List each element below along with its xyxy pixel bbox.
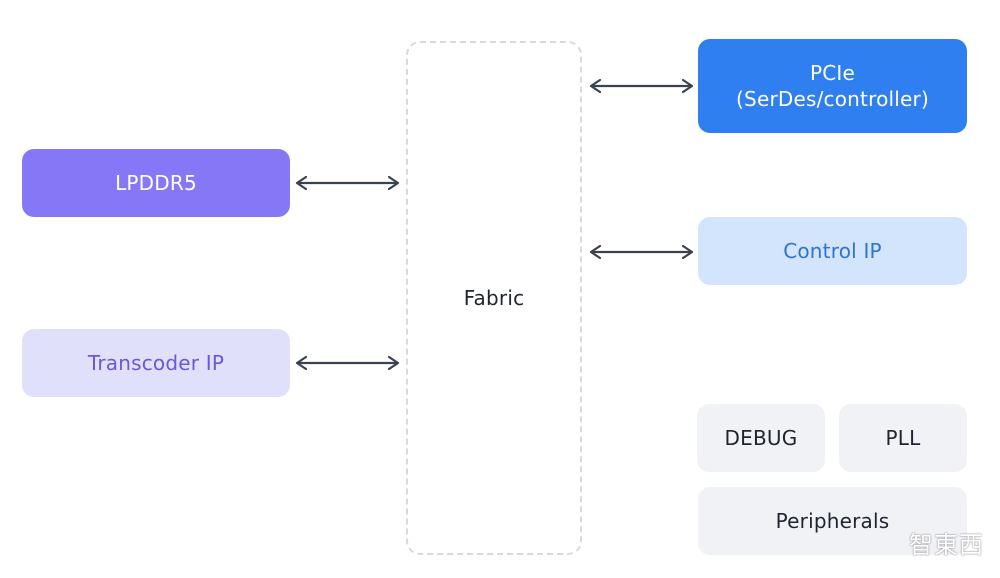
control-ip-block: Control IP bbox=[698, 217, 967, 285]
peripherals-label: Peripherals bbox=[775, 509, 890, 533]
transcoder-ip-label: Transcoder IP bbox=[87, 351, 225, 375]
watermark: 智東西 bbox=[909, 531, 984, 559]
transcoder-ip-block: Transcoder IP bbox=[22, 329, 290, 397]
fabric-block: Fabric bbox=[406, 41, 582, 555]
lpddr5-block: LPDDR5 bbox=[22, 149, 290, 217]
fabric-label: Fabric bbox=[463, 286, 525, 310]
pcie-label: PCIe bbox=[809, 61, 856, 85]
pcie-block: PCIe (SerDes/controller) bbox=[698, 39, 967, 133]
pcie-sublabel: (SerDes/controller) bbox=[736, 87, 929, 111]
pll-label: PLL bbox=[885, 426, 921, 450]
peripherals-block: Peripherals bbox=[698, 487, 967, 555]
debug-block: DEBUG bbox=[697, 404, 825, 472]
control-ip-label: Control IP bbox=[783, 239, 882, 263]
debug-label: DEBUG bbox=[724, 426, 798, 450]
pll-block: PLL bbox=[839, 404, 967, 472]
lpddr5-label: LPDDR5 bbox=[115, 171, 197, 195]
